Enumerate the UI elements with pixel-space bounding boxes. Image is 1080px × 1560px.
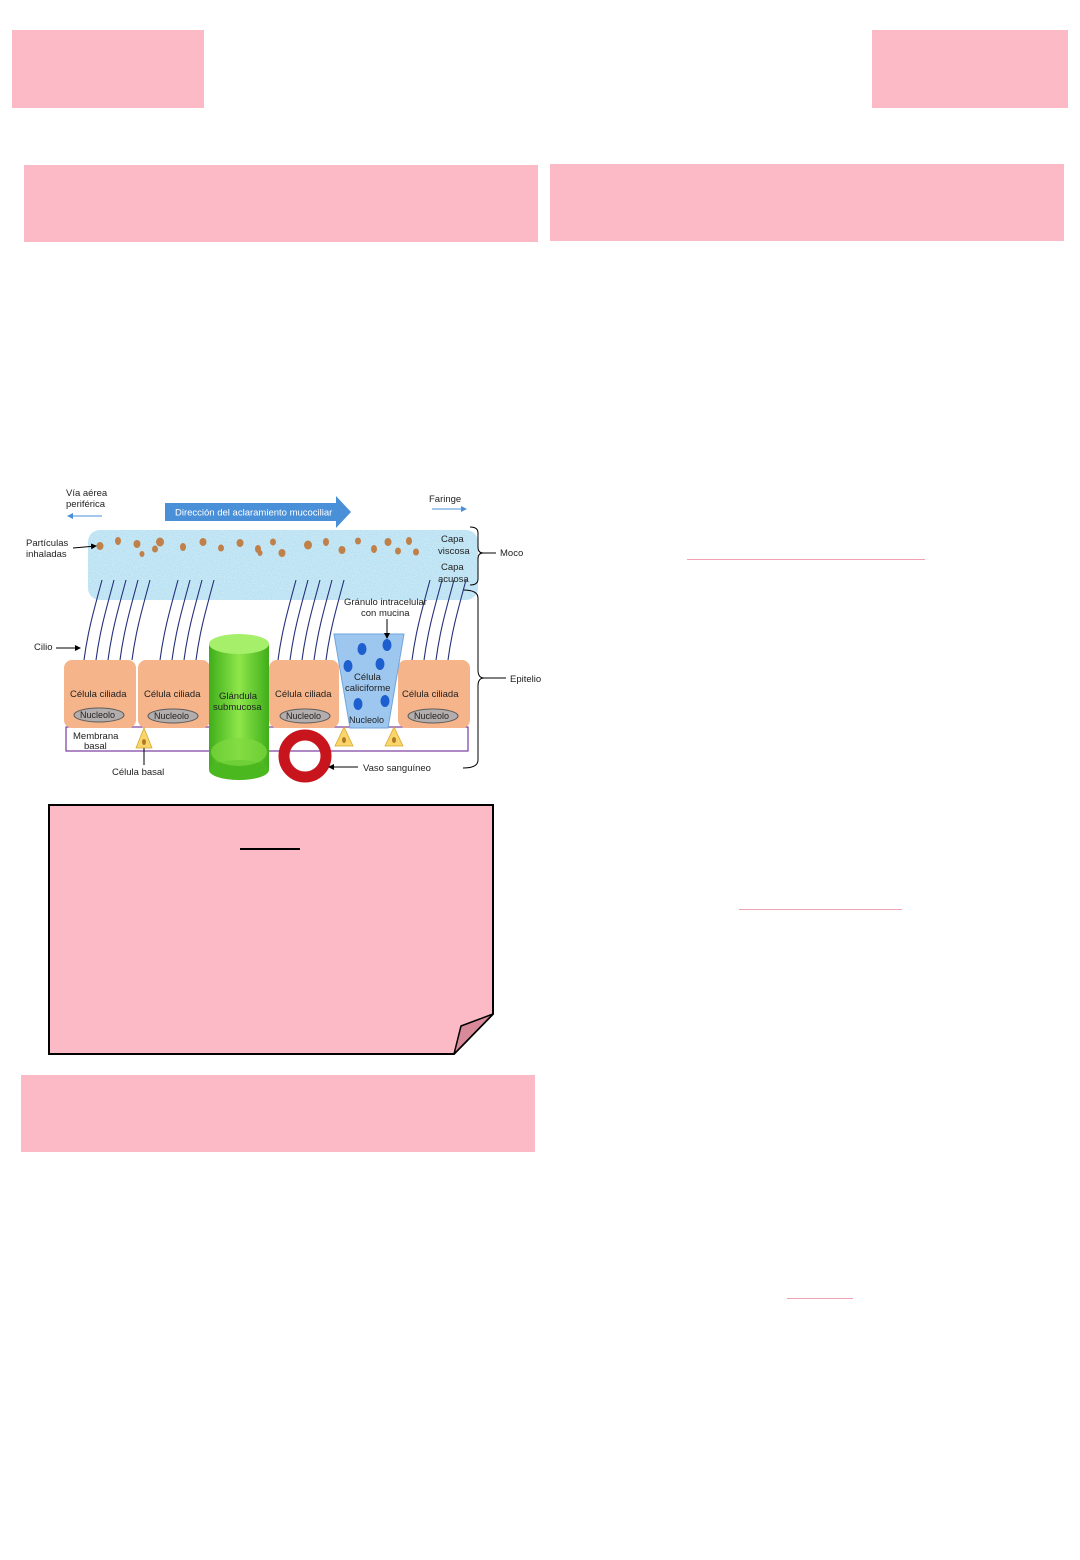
label-ciliated-cell-3: Célula ciliada (275, 689, 332, 700)
note-folded-corner (452, 1013, 494, 1055)
ciliated-cell-3: Célula ciliada Nucleolo (269, 660, 339, 728)
header-block-left (12, 30, 204, 108)
section-heading-bottom-left (21, 1075, 535, 1152)
section-heading-right (550, 164, 1064, 241)
cilia (83, 579, 467, 661)
inhaled-particles (96, 537, 419, 557)
note-title-underline (240, 848, 300, 850)
label-clearance-direction: Dirección del aclaramiento mucociliar (175, 508, 332, 519)
label-blood-vessel: Vaso sanguíneo (363, 763, 431, 774)
label-nucleolus-3: Nucleolo (286, 711, 321, 721)
label-cilium: Cilio (34, 642, 52, 653)
label-peripheral-airway-line1: Vía aérea (66, 488, 108, 499)
basal-cell-nuclei (142, 737, 396, 745)
label-ciliated-cell-4: Célula ciliada (402, 689, 459, 700)
label-basal-membrane-line2: basal (84, 741, 107, 752)
section-heading-left (24, 165, 538, 242)
goblet-cell: Célula caliciforme Nucleolo (333, 633, 405, 729)
note-box (48, 804, 494, 1055)
mucociliary-diagram: Vía aérea periférica Faringe Dirección d… (18, 480, 558, 795)
label-granule-line1: Gránulo intracelular (344, 597, 427, 608)
ciliated-cell-4: Célula ciliada Nucleolo (398, 660, 470, 728)
submucosal-gland: Glándula submucosa (209, 634, 269, 780)
label-aqueous-layer-line2: acuosa (438, 574, 469, 585)
label-epithelium: Epitelio (510, 674, 541, 685)
label-ciliated-cell-2: Célula ciliada (144, 689, 201, 700)
label-mucus: Moco (500, 548, 523, 559)
label-goblet-cell-line2: caliciforme (345, 683, 390, 694)
basal-cells (135, 726, 404, 749)
blood-vessel (278, 729, 332, 783)
label-gland-line1: Glándula (219, 691, 258, 702)
label-peripheral-airway-line2: periférica (66, 499, 106, 510)
label-basal-cell: Célula basal (112, 767, 164, 778)
pointer-particles (72, 543, 97, 550)
underline-rule-2 (739, 909, 902, 910)
ciliated-cell-1: Célula ciliada Nucleolo (64, 660, 136, 728)
label-goblet-cell-line1: Célula (354, 672, 382, 683)
label-goblet-nucleolus: Nucleolo (349, 715, 384, 725)
label-aqueous-layer-line1: Capa (441, 562, 464, 573)
clearance-direction-arrow (165, 496, 351, 528)
label-viscous-layer-line1: Capa (441, 534, 464, 545)
label-pharynx: Faringe (429, 494, 461, 505)
label-granule-line2: con mucina (361, 608, 410, 619)
underline-rule-1 (687, 559, 925, 560)
label-inhaled-particles-line2: inhaladas (26, 549, 67, 560)
label-basal-membrane-line1: Membrana (73, 731, 119, 742)
note-paper (48, 804, 494, 1055)
label-ciliated-cell-1: Célula ciliada (70, 689, 127, 700)
label-nucleolus-4: Nucleolo (414, 711, 449, 721)
label-nucleolus-2: Nucleolo (154, 711, 189, 721)
label-nucleolus-1: Nucleolo (80, 710, 115, 720)
label-gland-line2: submucosa (213, 702, 262, 713)
header-block-right (872, 30, 1068, 108)
label-inhaled-particles-line1: Partículas (26, 538, 68, 549)
mucus-speckle (88, 530, 478, 600)
ciliated-cell-2: Célula ciliada Nucleolo (138, 660, 210, 728)
label-viscous-layer-line2: viscosa (438, 546, 470, 557)
underline-rule-3 (787, 1298, 853, 1299)
